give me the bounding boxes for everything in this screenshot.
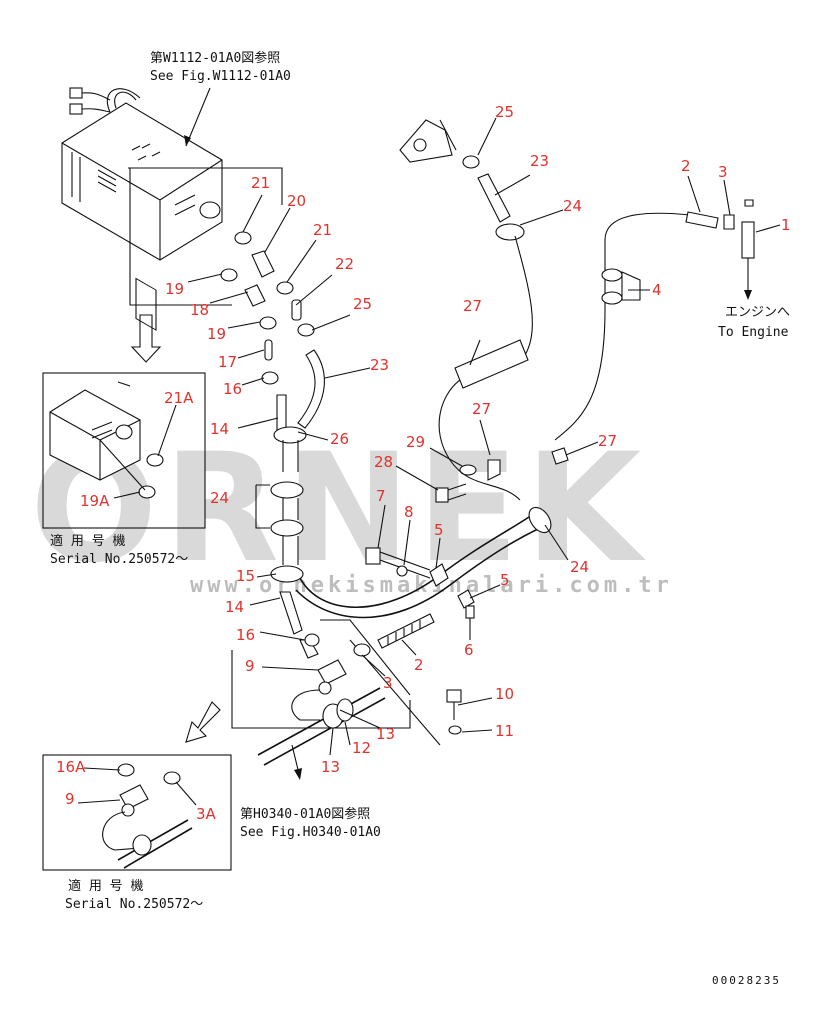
reference-top-jp: 第W1112-01A0図参照 [150,50,280,66]
label-23a: 23 [530,152,549,170]
label-1: 1 [781,216,791,234]
label-18: 18 [190,301,209,319]
label-3a: 3 [718,163,728,181]
label-2b: 2 [414,656,424,674]
label-27c: 27 [598,432,617,450]
label-16a: 16 [223,380,242,398]
reference-top-en: See Fig.W1112-01A0 [150,69,291,84]
label-24c: 24 [570,558,589,576]
inset-bottom-serial: Serial No.250572～ [65,897,203,912]
label-19A: 19A [80,492,110,510]
label-13a: 13 [376,725,395,743]
inset-arrow-top [130,314,162,363]
label-7: 7 [376,487,386,505]
label-9a: 9 [245,657,255,675]
label-3b: 3 [383,674,393,692]
label-24a: 24 [563,197,582,215]
reference-bottom-en: See Fig.H0340-01A0 [240,825,381,840]
label-14a: 14 [210,420,229,438]
label-26: 26 [330,430,349,448]
to-engine-en: To Engine [718,325,789,340]
label-19b: 19 [207,325,226,343]
label-11: 11 [495,722,514,740]
inset-top: 適 用 号 機 Serial No.250572～ [42,372,206,567]
label-16b: 16 [236,626,255,644]
label-5b: 5 [500,571,510,589]
part-labels: 25 23 24 2 3 1 4 21 20 21 22 25 23 19 18… [56,103,791,823]
label-17: 17 [218,353,237,371]
leader-lines [77,117,781,806]
label-23b: 23 [370,356,389,374]
watermark-url: www.ornekismakinalari.com.tr [190,573,673,598]
bracket-assembly [435,447,569,503]
label-21b: 21 [313,221,332,239]
reference-bottom-jp: 第H0340-01A0図参照 [240,806,370,822]
inset-bottom-jp: 適 用 号 機 [68,878,143,894]
label-27b: 27 [472,400,491,418]
inset-arrow-bottom [185,701,221,743]
label-4: 4 [652,281,662,299]
label-8: 8 [404,503,414,521]
inset-top-jp: 適 用 号 機 [50,533,125,549]
label-25a: 25 [495,103,514,121]
label-16A: 16A [56,758,86,776]
label-19a: 19 [165,280,184,298]
group-bracket-top [128,167,283,306]
label-14b: 14 [225,598,244,616]
drawing-number: 00028235 [712,974,781,987]
label-15: 15 [236,567,255,585]
label-6: 6 [464,641,474,659]
inset-bottom: 適 用 号 機 Serial No.250572～ [42,754,232,912]
to-engine-jp: エンジンへ [725,305,790,320]
label-29: 29 [406,433,425,451]
control-box [61,87,223,331]
label-12: 12 [352,739,371,757]
label-2a: 2 [681,157,691,175]
reference-top: 第W1112-01A0図参照 See Fig.W1112-01A0 [150,50,291,147]
hose-parts-left [220,231,325,434]
label-10: 10 [495,685,514,703]
label-5a: 5 [434,521,444,539]
label-13b: 13 [321,758,340,776]
label-28: 28 [374,453,393,471]
label-25b: 25 [353,295,372,313]
label-24b: 24 [210,489,229,507]
label-3A: 3A [196,805,217,823]
label-22: 22 [335,255,354,273]
label-27a: 27 [463,297,482,315]
label-20: 20 [287,192,306,210]
label-21a: 21 [251,174,270,192]
upper-hose-routing: エンジンへ To Engine [399,119,790,501]
label-21A: 21A [164,389,194,407]
heater-tube [365,547,475,649]
inset-top-serial: Serial No.250572～ [50,552,188,567]
label-9b: 9 [65,790,75,808]
